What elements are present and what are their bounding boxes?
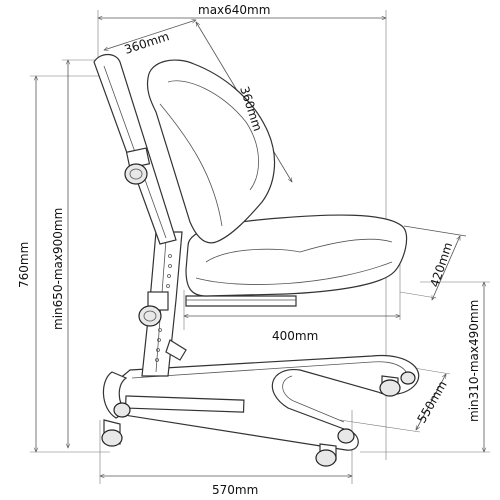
seat-depth-label: 420mm xyxy=(428,241,456,289)
base-depth-line xyxy=(415,374,447,430)
caster-rear-left xyxy=(113,402,131,418)
seat-depth-line xyxy=(431,236,461,300)
upper-knob xyxy=(124,147,151,185)
top-width-label: max640mm xyxy=(198,3,270,17)
seat-underframe xyxy=(185,295,297,307)
backrest-cushion xyxy=(146,59,276,244)
base-inner-curve xyxy=(282,375,345,423)
base-width-label: 570mm xyxy=(212,483,258,497)
chair-drawing xyxy=(93,53,420,467)
seat-cushion xyxy=(185,214,408,297)
ext-line xyxy=(339,419,421,433)
backrest-depth-line xyxy=(104,20,196,50)
backrest-inner-line xyxy=(159,103,223,227)
seat-width-label: 400mm xyxy=(272,329,318,343)
ext-line xyxy=(399,291,437,299)
seat-contour xyxy=(205,238,393,263)
caster-front-left xyxy=(101,419,123,447)
seat-front-edge xyxy=(195,261,393,285)
seat-depth-ext xyxy=(403,225,467,237)
column-strut xyxy=(165,339,187,361)
base-depth-label: 550mm xyxy=(414,378,449,425)
back-rail xyxy=(93,53,177,245)
caster-right-mid xyxy=(337,428,355,444)
caster-front-right xyxy=(315,443,337,467)
seat-height-label: min310-max490mm xyxy=(467,300,481,422)
knob-handle xyxy=(138,305,162,327)
backrest-range-label: min650-max900mm xyxy=(51,208,65,330)
base-frame xyxy=(117,354,420,451)
caster-rear-right xyxy=(379,371,416,397)
knob-handle xyxy=(124,163,148,185)
base-crossbar xyxy=(124,395,245,413)
backrest-depth-label: 360mm xyxy=(123,29,171,57)
column-holes xyxy=(155,254,172,362)
backrest-contour xyxy=(167,80,259,191)
ext-line xyxy=(413,367,451,375)
lower-knob xyxy=(138,291,169,327)
total-height-label: 760mm xyxy=(17,242,31,288)
